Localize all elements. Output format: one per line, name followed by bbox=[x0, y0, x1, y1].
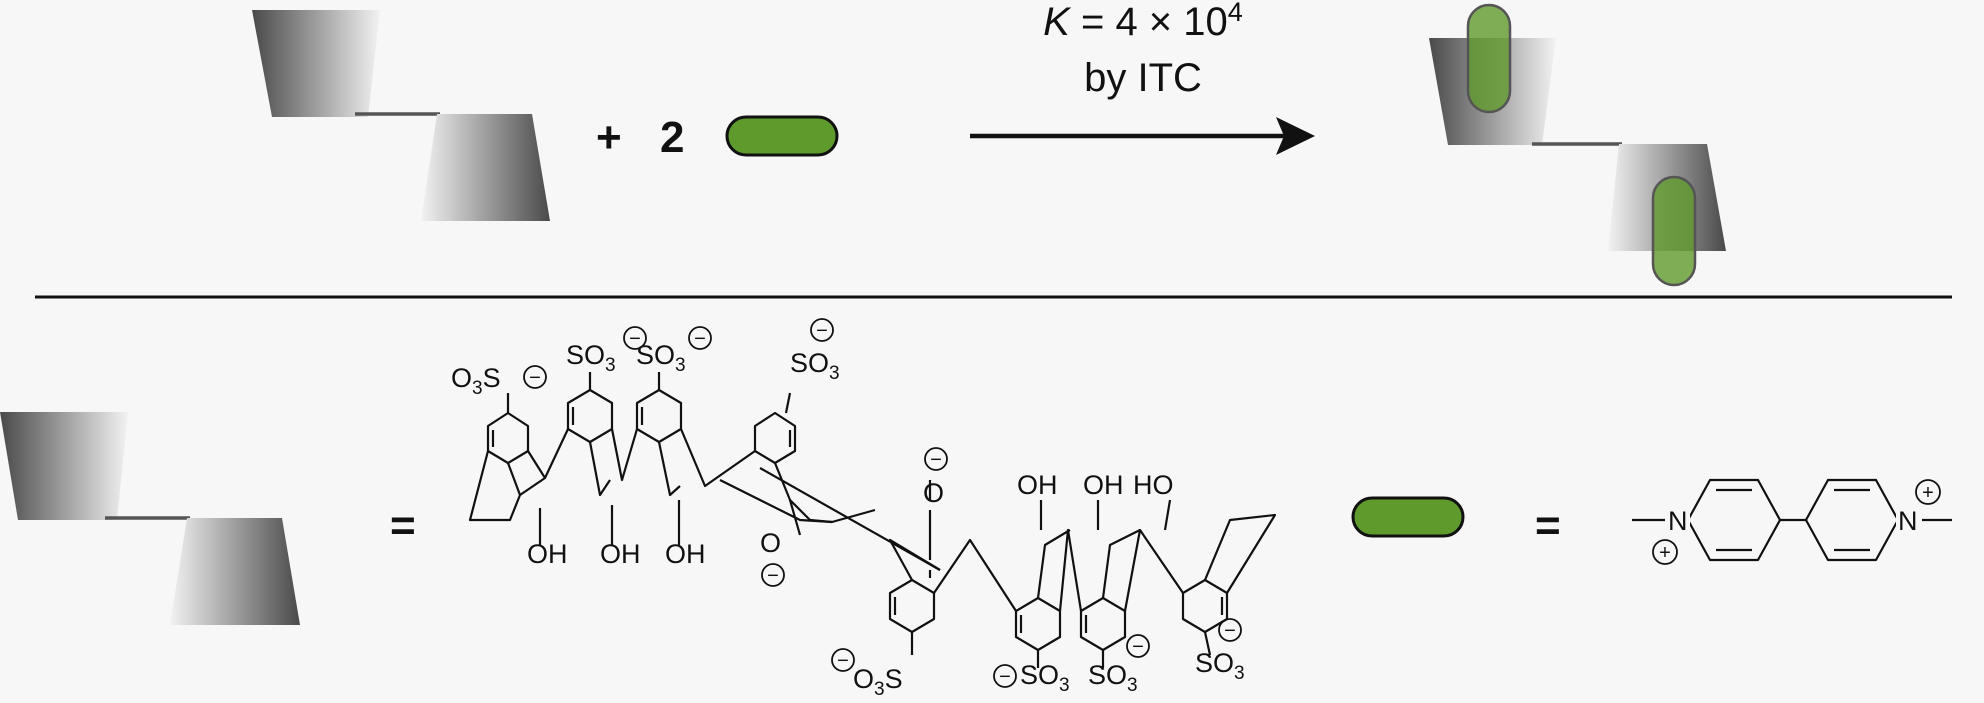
sulfonate-bottom-1: O3S bbox=[853, 664, 903, 698]
svg-text:−: − bbox=[767, 565, 779, 587]
reaction-arrow bbox=[970, 117, 1315, 155]
positive-charge-left: + bbox=[1652, 539, 1678, 565]
negative-charge-9: − bbox=[1126, 634, 1150, 658]
svg-text:−: − bbox=[930, 449, 942, 471]
viologen-n-left-mask bbox=[1666, 505, 1690, 535]
svg-text:−: − bbox=[837, 650, 849, 672]
hydroxyl-1: OH bbox=[527, 539, 568, 569]
host-cavity-left bbox=[252, 10, 380, 117]
viologen-n-right-mask bbox=[1896, 505, 1920, 535]
negative-charge-2: − bbox=[623, 326, 647, 350]
sulfonate-top-4: SO3 bbox=[790, 348, 840, 384]
negative-charge-6: − bbox=[761, 563, 785, 587]
svg-text:−: − bbox=[1132, 636, 1144, 658]
bridge-oxygen-lower: O bbox=[760, 528, 781, 558]
host-cavity-right bbox=[421, 114, 550, 221]
svg-text:+: + bbox=[1659, 542, 1671, 564]
svg-text:−: − bbox=[1224, 620, 1236, 642]
svg-text:−: − bbox=[529, 367, 541, 389]
plus-sign: + bbox=[596, 113, 622, 162]
positive-charge-right: + bbox=[1915, 479, 1941, 505]
bridge-oxygen-upper: O bbox=[923, 478, 944, 508]
svg-text:−: − bbox=[694, 328, 706, 350]
sulfonate-bottom-4: SO3 bbox=[1195, 648, 1245, 684]
host-guest-complex bbox=[1429, 3, 1726, 287]
svg-text:−: − bbox=[629, 328, 641, 350]
guest-pill-reactant bbox=[725, 115, 839, 157]
sulfonate-bottom-2: SO3 bbox=[1020, 660, 1070, 696]
viologen-nitrogen-right: N bbox=[1898, 506, 1918, 536]
negative-charge-8: − bbox=[993, 664, 1017, 688]
viologen-nitrogen-left: N bbox=[1668, 506, 1688, 536]
negative-charge-4: − bbox=[810, 318, 834, 342]
svg-text:−: − bbox=[999, 666, 1011, 688]
stoichiometry-coefficient: 2 bbox=[660, 113, 684, 162]
guest-legend-pill bbox=[1351, 496, 1465, 538]
sulfonate-top-2: SO3 bbox=[566, 340, 616, 376]
calixarene-labels: O3S SO3 SO3 SO3 OH OH OH OH OH HO O O O3… bbox=[451, 340, 1245, 700]
hydroxyl-6: HO bbox=[1133, 470, 1174, 500]
hydroxyl-5: OH bbox=[1083, 470, 1124, 500]
negative-charge-7: − bbox=[831, 648, 855, 672]
guest-pill-bound-1 bbox=[1466, 3, 1512, 114]
guest-equals-sign: = bbox=[1535, 501, 1561, 550]
sulfonate-bottom-3: SO3 bbox=[1088, 660, 1138, 696]
binding-constant: K = 4 × 104 bbox=[1043, 0, 1243, 44]
host-equals-sign: = bbox=[390, 501, 416, 550]
negative-charge-10: − bbox=[1218, 618, 1242, 642]
bis-calixarene-structure bbox=[468, 372, 1277, 668]
svg-text:+: + bbox=[1922, 482, 1934, 504]
negative-charge-1: − bbox=[523, 365, 547, 389]
negative-charge-5: − bbox=[924, 447, 948, 471]
sulfonate-top-1: O3S bbox=[451, 363, 501, 399]
guest-pill-bound-2 bbox=[1651, 175, 1697, 287]
hydroxyl-4: OH bbox=[1017, 470, 1058, 500]
negative-charge-3: − bbox=[688, 326, 712, 350]
free-host-dimer bbox=[252, 10, 550, 221]
hydroxyl-2: OH bbox=[600, 539, 641, 569]
svg-text:−: − bbox=[816, 320, 828, 342]
host-legend-icon bbox=[0, 412, 300, 625]
measurement-method: by ITC bbox=[1084, 56, 1202, 100]
negative-charges: − − − − − − − − − − bbox=[523, 318, 1242, 688]
hydroxyl-3: OH bbox=[665, 539, 706, 569]
